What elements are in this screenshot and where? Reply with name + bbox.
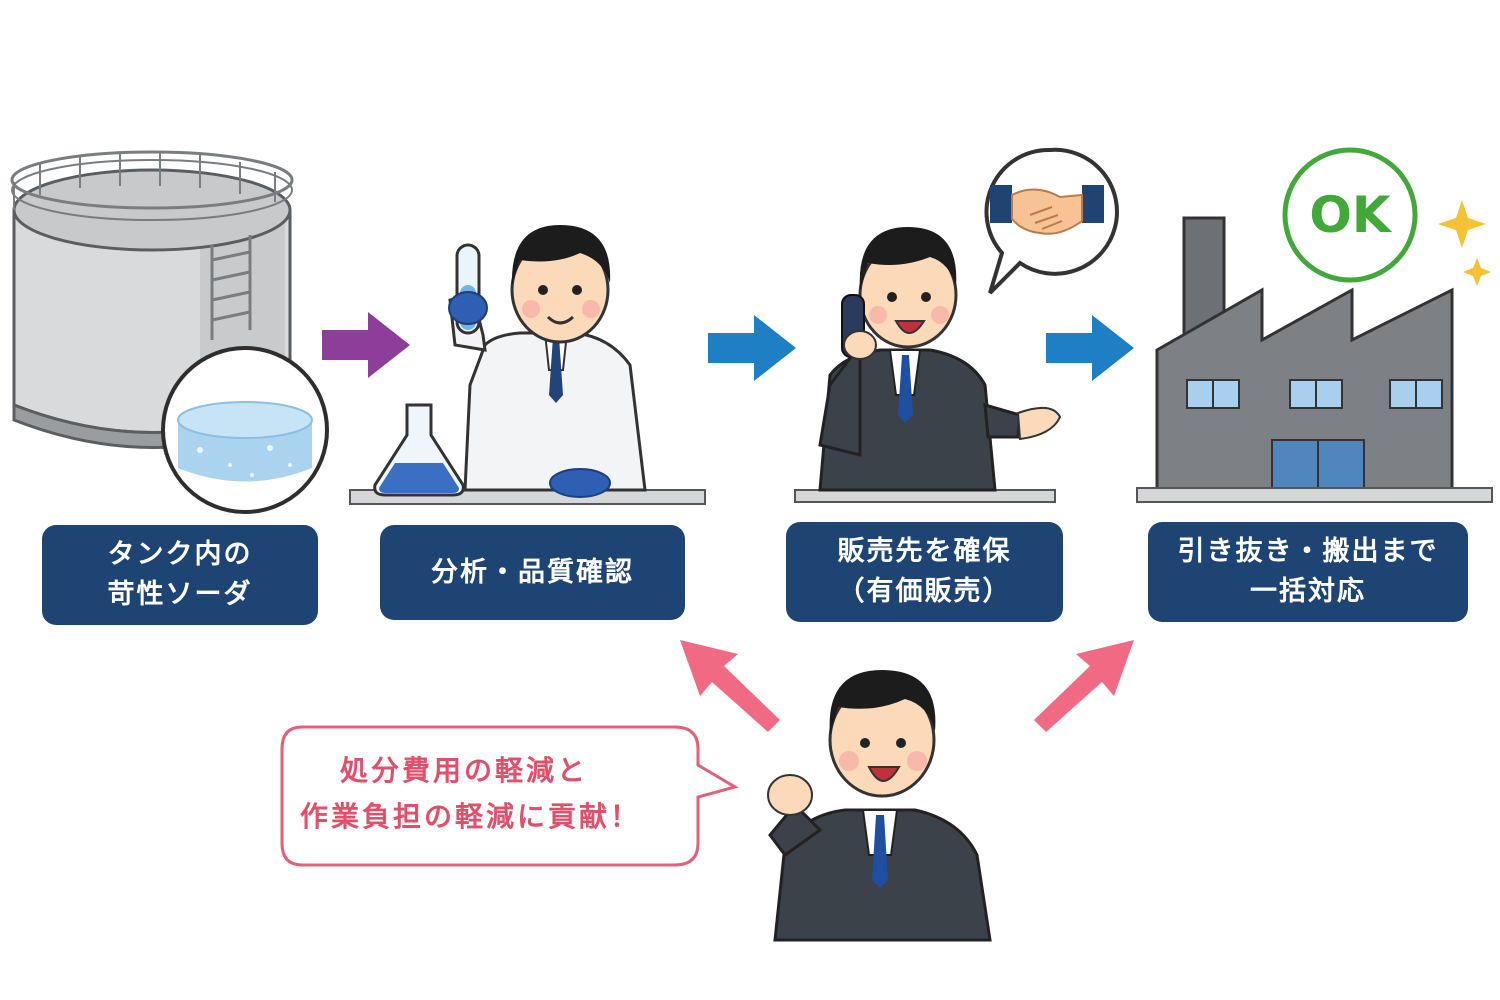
step-label-line: タンク内の bbox=[107, 539, 253, 570]
step-label-tank: タンク内の 苛性ソーダ bbox=[42, 525, 318, 625]
step-label-removal: 引き抜き・搬出まで 一括対応 bbox=[1148, 522, 1468, 622]
arrow-pink-right-icon bbox=[1034, 640, 1134, 732]
step-label-line: 苛性ソーダ bbox=[107, 579, 253, 610]
handshake-icon bbox=[990, 185, 1104, 235]
speech-line: 作業負担の軽減に貢献！ bbox=[300, 800, 642, 833]
speech-bubble bbox=[280, 725, 739, 867]
ok-badge-text: OK bbox=[1309, 186, 1391, 244]
arrow-blue-icon bbox=[1046, 315, 1134, 381]
step-label-analysis: 分析・品質確認 bbox=[380, 525, 685, 620]
step-label-line: 分析・品質確認 bbox=[431, 556, 634, 588]
factory-illustration bbox=[1136, 147, 1493, 503]
salesman-illustration bbox=[794, 147, 1119, 503]
arrow-blue-icon bbox=[708, 315, 796, 381]
arrow-purple-icon bbox=[322, 312, 410, 378]
speech-text: 処分費用の軽減と 作業負担の軽減に貢献！ bbox=[300, 748, 700, 840]
businessman-illustration bbox=[767, 670, 992, 942]
speech-line: 処分費用の軽減と bbox=[340, 754, 589, 787]
step-label-buyer: 販売先を確保 （有価販売） bbox=[786, 522, 1063, 622]
step-label-line: 販売先を確保 bbox=[837, 536, 1012, 567]
scientist-illustration bbox=[349, 225, 706, 505]
step-label-line: 引き抜き・搬出まで bbox=[1177, 536, 1439, 567]
arrow-pink-left-icon bbox=[680, 640, 780, 732]
step-label-line: （有価販売） bbox=[837, 576, 1012, 607]
sparkle-icon bbox=[1438, 200, 1491, 286]
tank-illustration bbox=[10, 150, 329, 514]
step-label-line: 一括対応 bbox=[1250, 576, 1366, 607]
